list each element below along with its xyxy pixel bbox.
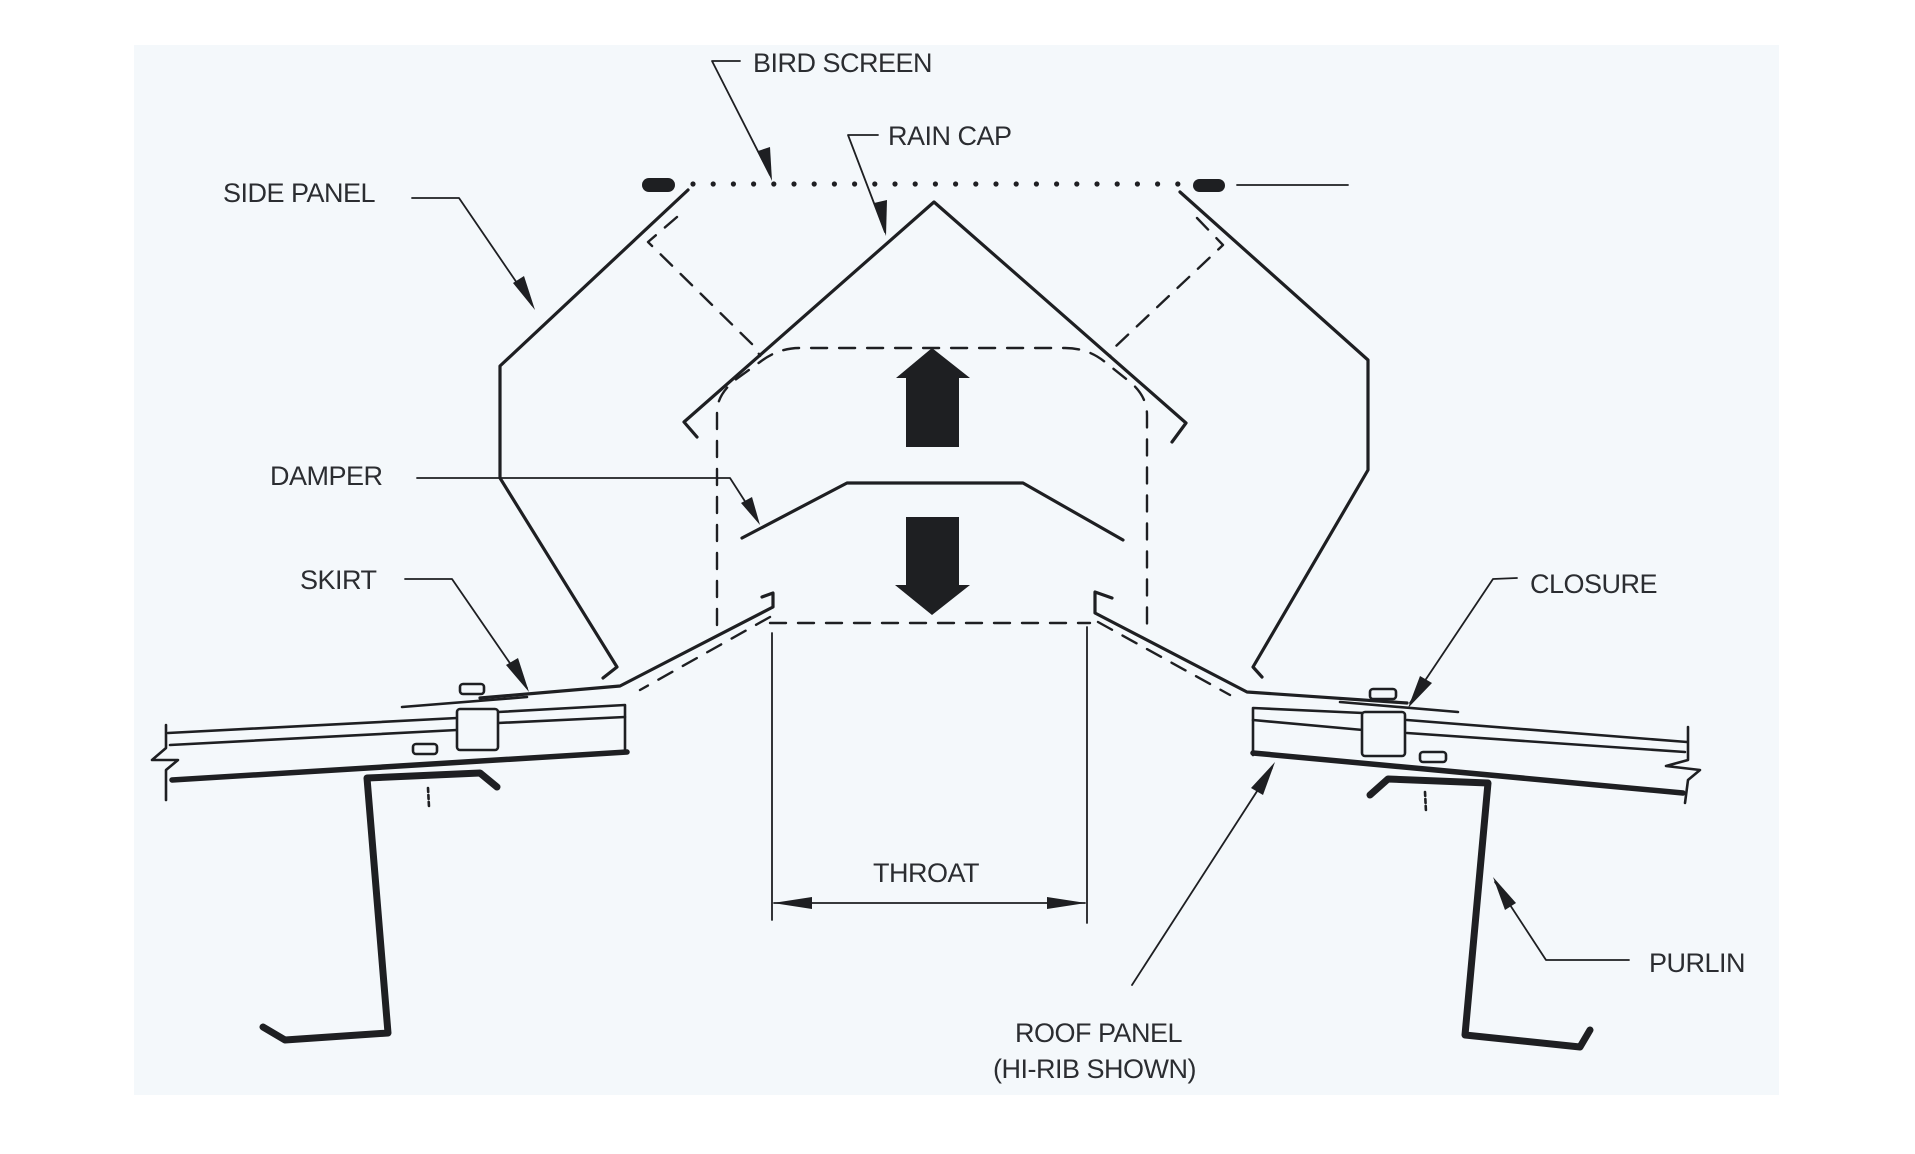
purlin-leader-arrowhead-icon [1493,877,1516,910]
closure-leader-arrowhead-icon [1408,676,1432,708]
bird-screen-dot [1155,181,1161,187]
washer-plate-left [400,695,529,709]
bird-screen-dot [872,181,878,187]
throat-dimension [771,626,1088,924]
bird-screen-dot [892,181,898,187]
bird-screen-dot [1074,181,1080,187]
bird-screen-dots [690,181,1181,187]
bird-screen-leader-arrowhead-icon [758,147,772,181]
label-side-panel: SIDE PANEL [223,178,376,208]
label-closure: CLOSURE [1530,569,1657,599]
airflow-down-arrow-icon [895,517,970,615]
bird-screen-dot [1013,181,1019,187]
bird-screen-dot [690,181,696,187]
bird-screen-dot [771,181,777,187]
bird-screen [642,178,1349,192]
bird-screen-dot [811,181,817,187]
bird-screen-dot [1175,181,1181,187]
bird-screen-dot [1114,181,1120,187]
label-roof-panel: ROOF PANEL [1015,1018,1183,1048]
roof-panel-right [1250,687,1702,814]
roof-panel-left-bottom [169,749,630,783]
fastener-left [426,786,431,809]
skirt-left-dashed [638,615,772,692]
bird-screen-dot [932,181,939,187]
rain-cap-leader-arrowhead-icon [874,200,887,236]
washer-plate-right [1338,700,1460,714]
roof-panel-left-top-rib [496,703,627,754]
bird-screen-right-cap [1193,179,1225,192]
fastener-right [1423,790,1428,814]
label-rain-cap: RAIN CAP [888,121,1012,151]
bird-screen-dot [852,181,858,187]
closure-leader [1409,577,1518,704]
label-skirt: SKIRT [300,565,377,595]
roof-panel-leader [1131,767,1273,986]
damper-leader-arrowhead-icon [741,497,760,525]
roof-panel-right-break [1664,725,1702,805]
roof-panel-left-inner-rib [168,728,459,747]
closure-left [455,707,500,752]
rain-cap-leader [847,134,886,233]
bird-screen-dot [953,181,959,187]
label-purlin: PURLIN [1649,948,1745,978]
bird-screen-dot [973,181,979,187]
roof-panel-left-top-rib [166,716,459,735]
side-panel-leader [411,197,533,306]
bolt-head-left-top [458,682,486,696]
bolt-head-left-bottom [411,742,439,756]
skirt-leader-arrowhead-icon [506,658,529,692]
bird-screen-dot [993,181,999,187]
skirt-right-dashed [1096,620,1232,697]
side-panel-right [1178,190,1370,679]
bird-screen-left-cap [642,178,675,192]
purlin-leader [1494,881,1630,961]
bird-screen-dot [1033,181,1039,187]
bolt-head-right-top [1368,687,1398,701]
roof-panel-right-inner-rib [1405,731,1687,754]
airflow-up-arrow-icon [896,348,970,447]
roof-panel-left [150,682,630,809]
label-roof-panel-detail: (HI-RIB SHOWN) [993,1054,1196,1084]
bird-screen-dot [1054,181,1060,187]
label-damper: DAMPER [270,461,383,491]
roof-panel-left-inner-rib [496,715,627,725]
skirt-leader [404,578,528,689]
side-panel-right-dashed [1108,216,1225,358]
purlin-left [259,769,501,1044]
leaders [404,60,1630,986]
roof-panel-right-bottom [1250,750,1686,796]
roof-panel-left-break [150,723,180,802]
bird-screen-leader [711,60,771,176]
side-panel-leader-arrowhead-icon [513,276,535,310]
roof-panel-right-top-rib [1405,718,1689,744]
bird-screen-dot [912,181,918,187]
bird-screen-dot [831,181,838,187]
roof-panel-leader-arrowhead-icon [1251,762,1275,795]
rain-cap [682,200,1188,444]
bolt-head-right-bottom [1418,750,1448,764]
roof-panel-right-top-rib [1251,706,1365,757]
bird-screen-dot [1094,181,1100,187]
closure-right [1360,710,1407,758]
bird-screen-dot [751,181,757,187]
bird-screen-dot [1134,181,1140,187]
throat-arrow-left-icon [773,897,812,909]
label-throat: THROAT [873,858,979,888]
side-panel-left-dashed [646,215,762,358]
rain-cap-dashed-outline [715,346,1149,627]
damper [740,481,1125,542]
purlin-right [1366,775,1594,1051]
bird-screen-dot [710,181,716,187]
roof-panel-right-inner-rib [1251,718,1365,732]
skirt-right [1093,590,1409,705]
label-bird-screen: BIRD SCREEN [753,48,932,78]
skirt-left [478,591,775,700]
bird-screen-dot [730,181,737,187]
throat-arrow-right-icon [1047,897,1086,909]
bird-screen-dot [791,181,797,187]
